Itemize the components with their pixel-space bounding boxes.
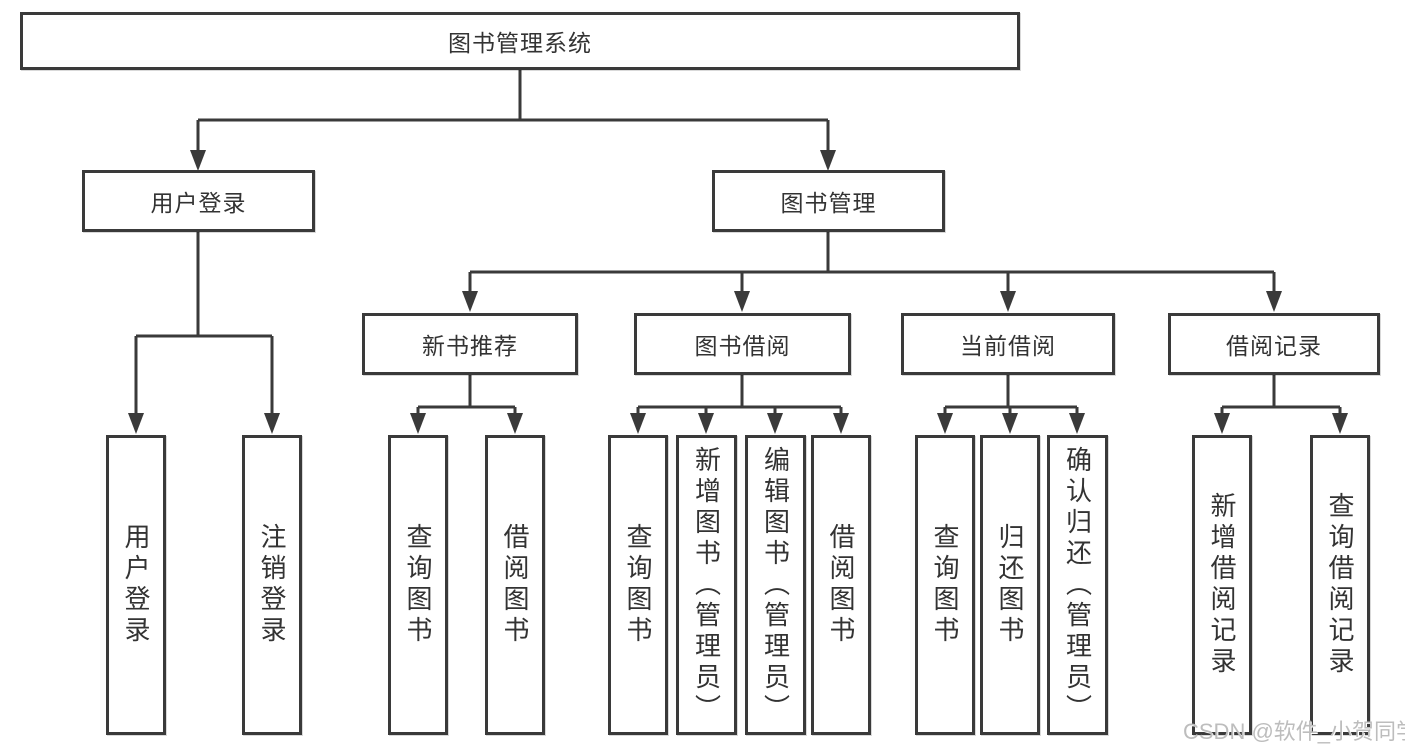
leaf-logout: 注销登录 [242,435,302,735]
leaf-confirm-return-admin: 确认归还（管理员） [1047,435,1108,735]
leaf-query-borrow-record-label: 查询借阅记录 [1325,492,1355,678]
arrowheads [128,150,1348,434]
leaf-query-books-2-label: 查询图书 [623,523,653,647]
node-book-borrowing-label: 图书借阅 [694,333,791,359]
leaf-query-books-3: 查询图书 [915,435,975,735]
node-user-login: 用户登录 [82,170,315,232]
leaf-query-books-1-label: 查询图书 [403,523,433,647]
leaf-user-login-label: 用户登录 [121,523,151,647]
node-borrowing-records: 借阅记录 [1168,313,1380,375]
csdn-watermark: CSDN @软件_小贺同学 [1183,719,1405,744]
leaf-borrow-books-2: 借阅图书 [811,435,871,735]
node-user-login-label: 用户登录 [150,190,247,216]
node-new-book-recommendation-label: 新书推荐 [422,333,518,359]
leaf-borrow-books-1: 借阅图书 [485,435,545,735]
leaf-logout-label: 注销登录 [257,523,287,647]
node-root: 图书管理系统 [20,12,1020,70]
leaf-return-books: 归还图书 [980,435,1040,735]
node-book-management: 图书管理 [712,170,945,232]
node-root-label: 图书管理系统 [448,30,592,56]
leaf-confirm-return-admin-label: 确认归还（管理员） [1062,445,1093,725]
node-book-borrowing: 图书借阅 [634,313,851,375]
leaf-borrow-books-1-label: 借阅图书 [500,523,530,647]
leaf-query-borrow-record: 查询借阅记录 [1310,435,1370,735]
leaf-add-books-admin-label: 新增图书（管理员） [691,445,722,725]
node-book-management-label: 图书管理 [780,190,877,216]
leaf-add-books-admin: 新增图书（管理员） [676,435,737,735]
leaf-user-login: 用户登录 [106,435,166,735]
node-current-borrowing: 当前借阅 [901,313,1115,375]
leaf-query-books-2: 查询图书 [608,435,668,735]
leaf-add-borrow-record-label: 新增借阅记录 [1207,492,1237,678]
leaf-edit-books-admin: 编辑图书（管理员） [745,435,806,735]
leaf-borrow-books-2-label: 借阅图书 [826,523,856,647]
leaf-query-books-1: 查询图书 [388,435,448,735]
node-borrowing-records-label: 借阅记录 [1226,333,1322,359]
connector-strokes [134,70,1342,416]
node-current-borrowing-label: 当前借阅 [960,333,1056,359]
leaf-edit-books-admin-label: 编辑图书（管理员） [760,445,791,725]
leaf-return-books-label: 归还图书 [995,523,1025,647]
leaf-query-books-3-label: 查询图书 [930,523,960,647]
leaf-add-borrow-record: 新增借阅记录 [1192,435,1252,735]
node-new-book-recommendation: 新书推荐 [362,313,578,375]
